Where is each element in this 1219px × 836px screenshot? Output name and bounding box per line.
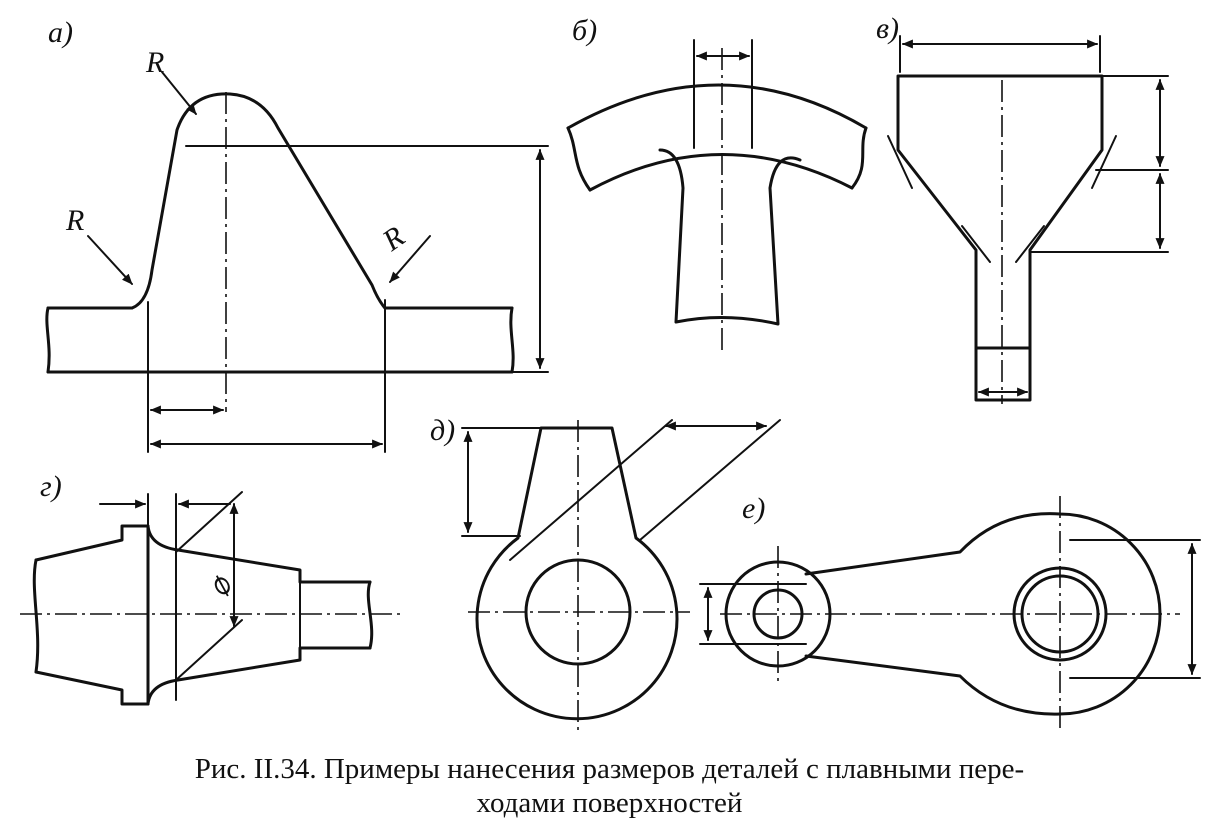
- ext-d-diag-left: [509, 419, 673, 561]
- figure-e-link: е): [699, 492, 1201, 730]
- funnel-outline: [896, 74, 1104, 402]
- diameter-symbol: ⌀: [202, 573, 238, 599]
- diam-ext-bottom: [175, 619, 243, 681]
- label-g: г): [40, 470, 62, 503]
- figure-g-shaft: г) ⌀: [20, 470, 400, 706]
- label-b: б): [572, 14, 597, 47]
- figure-b-tee: б): [566, 14, 868, 350]
- rim-break-lines: [566, 126, 868, 192]
- rib-outline: [130, 92, 387, 310]
- base-plate: [46, 306, 514, 374]
- radius-label-top: R: [145, 46, 164, 79]
- shaft-bottom-outline: [34, 646, 372, 706]
- figure-a-bracket: а) R R R: [45, 16, 549, 453]
- caption-line-2: ходами поверхностей: [476, 787, 743, 819]
- base-break-lines: [45, 306, 515, 374]
- transition-mark-right: [1091, 135, 1117, 189]
- drawing-sheet: а) R R R б) в): [20, 12, 1201, 730]
- label-d: д): [430, 414, 455, 447]
- radius-leader-top: [161, 71, 197, 115]
- radius-leader-left: [87, 235, 133, 285]
- transition-mark-left: [887, 135, 913, 189]
- figure-v-funnel: в): [876, 12, 1169, 404]
- shaft-top-outline: [34, 524, 372, 584]
- radius-label-left: R: [65, 204, 84, 237]
- rim-inner-arc: [588, 153, 854, 192]
- radius-label-right: R: [376, 220, 411, 258]
- ext-d-diag-right: [639, 419, 781, 541]
- label-v: в): [876, 12, 899, 45]
- radius-leader-right: [389, 235, 431, 283]
- rim-outer-arc: [566, 83, 868, 130]
- rib-tapered: [658, 148, 802, 326]
- figure-caption: Рис. II.34. Примеры нанесения размеров д…: [0, 752, 1219, 820]
- eye-outline: [475, 426, 679, 721]
- caption-line-1: Рис. II.34. Примеры нанесения размеров д…: [194, 753, 1025, 785]
- figure-d-eye: д): [430, 414, 781, 730]
- transition-mark-stem-left: [961, 225, 991, 263]
- label-a: а): [48, 16, 73, 49]
- diam-ext-top: [175, 491, 243, 553]
- shaft-break-lines: [32, 558, 374, 674]
- label-e: е): [742, 492, 765, 525]
- transition-mark-stem-right: [1015, 225, 1045, 263]
